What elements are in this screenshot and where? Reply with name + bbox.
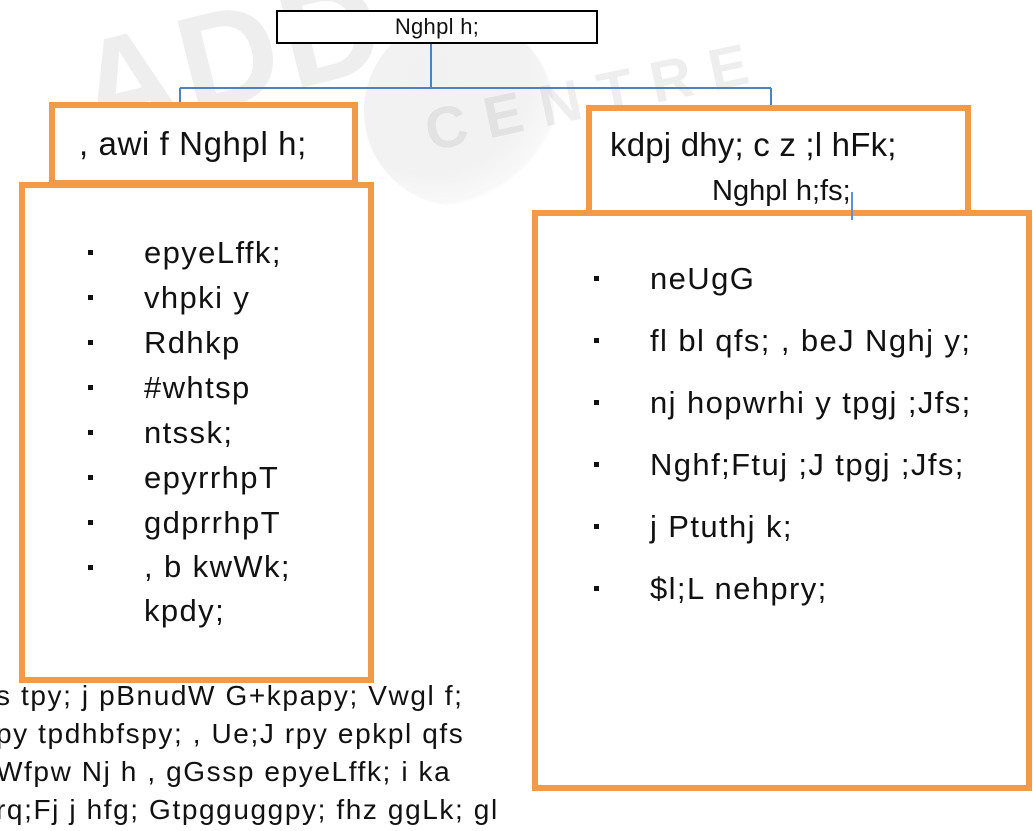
bullet-icon [88,250,93,255]
right-content-box: neUgG fl bl qfs; , beJ Nghj y; nj hopwrh… [532,210,1032,791]
left-list-item-3-label: Rdhkp [144,325,241,360]
left-content-box: epyeLffk; vhpki y Rdhkp #whtsp ntssk; ep… [19,182,374,683]
bullet-icon [88,295,93,300]
background-line-3: Wfpw Nj h , gGssp epyeLffk; i ka [0,756,452,787]
background-line-1: s tpy; j pBnudW G+kpapy; Vwgl f; [0,680,464,711]
right-list-item-4: Nghf;Ftuj ;J tpgj ;Jfs; [594,434,1014,496]
left-list-item-8: , b kwWk; kpdy; [88,545,348,633]
bullet-icon [594,462,599,467]
right-list-item-2-label: fl bl qfs; , beJ Nghj y; [650,323,972,358]
left-list-item-4: #whtsp [88,365,348,410]
text-cursor-icon [851,192,853,220]
left-list-item-4-label: #whtsp [144,370,251,405]
bullet-icon [88,385,93,390]
bullet-icon [594,400,599,405]
left-list-item-6-label: epyrrhpT [144,460,280,495]
left-list-item-1-label: epyeLffk; [144,235,282,270]
right-list-item-4-label: Nghf;Ftuj ;J tpgj ;Jfs; [650,447,965,482]
left-list-item-1: epyeLffk; [88,230,348,275]
right-list-item-6-label: $l;L nehpry; [650,571,828,606]
right-list-item-6: $l;L nehpry; [594,558,1014,620]
left-heading-box: , awi f Nghpl h; [49,102,358,186]
left-list-item-7-label: gdprrhpT [144,505,281,540]
left-list-item-6: epyrrhpT [88,455,348,500]
left-list-item-5-label: ntssk; [144,415,234,450]
bullet-icon [594,586,599,591]
right-list-item-5: j Ptuthj k; [594,496,1014,558]
left-list-item-7: gdprrhpT [88,500,348,545]
left-heading-label: , awi f Nghpl h; [79,125,307,162]
right-heading-line-2: Nghpl h;fs; [712,175,851,207]
right-list-item-1-label: neUgG [650,261,756,296]
root-node: Nghpl h; [276,10,598,44]
bullet-icon [594,524,599,529]
right-list-item-2: fl bl qfs; , beJ Nghj y; [594,310,1014,372]
right-heading-line-1: kdpj dhy; c z ;l hFk; [610,126,897,163]
bullet-icon [594,338,599,343]
left-list-item-2: vhpki y [88,275,348,320]
right-heading-box: kdpj dhy; c z ;l hFk; Nghpl h;fs; [586,105,971,220]
left-list-item-2-label: vhpki y [144,280,251,315]
background-line-2: py tpdhbfspy; , Ue;J rpy epkpl qfs [0,718,465,749]
bullet-icon [594,276,599,281]
right-list-item-5-label: j Ptuthj k; [650,509,793,544]
bullet-icon [88,565,93,570]
left-list-item-3: Rdhkp [88,320,348,365]
right-list-item-3-label: nj hopwrhi y tpgj ;Jfs; [650,385,972,420]
right-list-item-1: neUgG [594,248,1014,310]
bullet-icon [88,340,93,345]
bullet-icon [88,475,93,480]
background-line-4: rq;Fj j hfg; Gtpgguggpy; fhz ggLk; gl [0,794,499,825]
root-label: Nghpl h; [394,14,480,39]
left-bullet-list: epyeLffk; vhpki y Rdhkp #whtsp ntssk; ep… [88,230,348,633]
right-list-item-3: nj hopwrhi y tpgj ;Jfs; [594,372,1014,434]
bullet-icon [88,520,93,525]
bullet-icon [88,430,93,435]
background-paragraph: s tpy; j pBnudW G+kpapy; Vwgl f; py tpdh… [0,677,1033,831]
left-list-item-5: ntssk; [88,410,348,455]
right-bullet-list: neUgG fl bl qfs; , beJ Nghj y; nj hopwrh… [594,248,1014,620]
left-list-item-8-label: , b kwWk; kpdy; [144,549,291,628]
